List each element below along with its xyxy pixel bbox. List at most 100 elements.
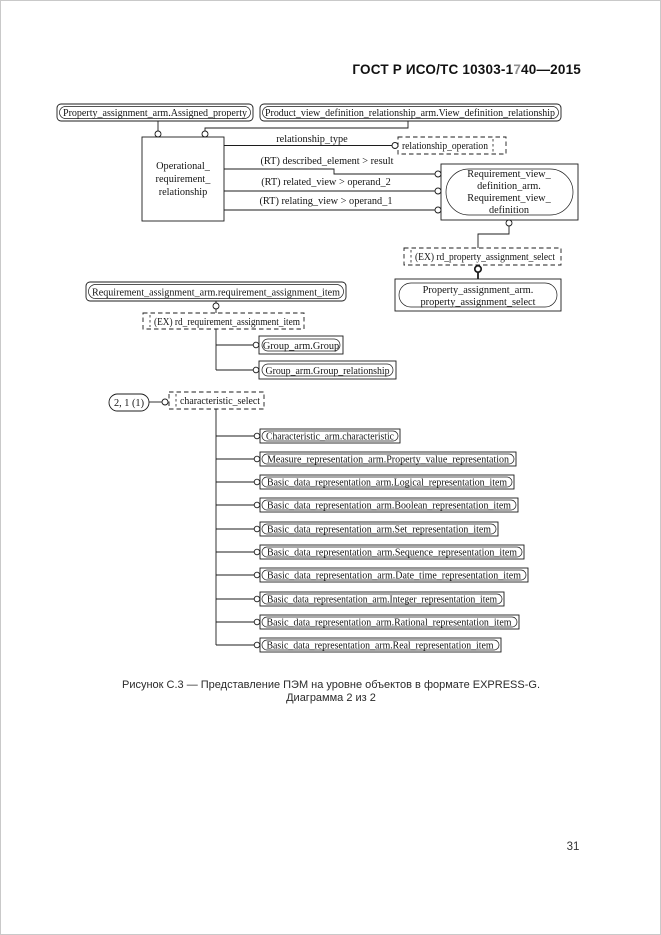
header-part3: 40—2015 [521,62,581,77]
type-outline [142,312,305,330]
node-outline [394,278,562,312]
node-inner-stadium [261,523,497,535]
node-label-line1: Property_assignment_arm. [423,285,534,296]
node-outline [56,103,254,122]
node-label: Basic_data_representation_arm.Sequence_r… [267,548,517,559]
header-light-digit: 7 [513,62,522,77]
node-inner-stadium [261,639,500,651]
node-inner-stadium [262,106,559,119]
open-circle [434,170,442,178]
open-circle [253,618,261,626]
node-inner-stadium [398,282,558,308]
node-real-representation-item: Basic_data_representation_arm.Real_repre… [259,637,502,653]
type-label: relationship_operation [402,141,488,152]
node-page-ref-view-definition-relationship: Product_view_definition_relationship_arm… [259,103,562,122]
node-inner-stadium [261,338,341,352]
running-header: ГОСТ Р ИСО/ТС 10303-1740—2015 [1,62,581,77]
figure-caption-line2: Диаграмма 2 из 2 [286,691,376,704]
node-inner-stadium [261,363,394,377]
node-inner-stadium [261,453,515,465]
node-inner-stadium [261,616,518,628]
open-circle [161,398,169,406]
open-circle [253,501,261,509]
node-rational-representation-item: Basic_data_representation_arm.Rational_r… [259,614,520,630]
type-label: (EX) rd_property_assignment_select [415,252,555,263]
node-property-assignment-select: Property_assignment_arm. property_assign… [394,278,562,312]
type-outline [403,247,562,266]
node-label: Requirement_assignment_arm.requirement_a… [92,288,340,299]
node-group: Group_arm.Group [258,335,344,355]
type-rd-requirement-assignment-item: (EX) rd_requirement_assignment_item [142,312,305,330]
open-circle-bold [473,264,483,274]
page-number: 31 [566,841,580,853]
open-circle [253,455,261,463]
node-label: Characteristic_arm.characteristic [266,432,394,443]
edge-label-relating-view: (RT) relating_view > operand_1 [260,196,393,207]
node-label: Basic_data_representation_arm.Rational_r… [267,618,512,629]
edge-labels: relationship_type (RT) described_element… [260,134,394,207]
type-characteristic-select: characteristic_select [168,391,265,410]
express-g-diagram: relationship_type (RT) described_element… [56,103,579,653]
node-inner-stadium [261,499,517,511]
node-label: Basic_data_representation_arm.Set_repres… [267,525,491,536]
node-label-line3: relationship [159,187,208,198]
open-circle [391,142,399,149]
node-operational-requirement-relationship: Operational_ requirement_ relationship [141,136,225,222]
open-circle [253,548,261,556]
type-relationship-operation: relationship_operation [397,136,507,155]
type-label: (EX) rd_requirement_assignment_item [154,317,300,328]
figure-caption-line1: Рисунок С.3 — Представление ПЭМ на уровн… [122,679,540,691]
connector-line [477,226,510,248]
node-page-ref-requirement-assignment-item: Requirement_assignment_arm.requirement_a… [85,281,347,302]
open-circle [212,302,220,310]
node-label-line4: definition [489,205,529,216]
node-inner-stadium [261,430,399,442]
node-label: Product_view_definition_relationship_arm… [265,108,555,119]
connection-circles [154,130,513,649]
open-circle [253,641,261,649]
node-label: Basic_data_representation_arm.Date_time_… [267,571,521,582]
node-label-line3: Requirement_view_ [467,193,551,204]
header-part1: ГОСТ Р ИСО/ТС 10303-1 [352,62,514,77]
node-date-time-representation-item: Basic_data_representation_arm.Date_time_… [259,567,529,583]
open-circle [201,130,209,138]
node-sequence-representation-item: Basic_data_representation_arm.Sequence_r… [259,544,525,560]
node-label: Property_assignment_arm.Assigned_propert… [63,108,248,119]
open-circle [252,341,260,349]
edge-label-related-view: (RT) related_view > operand_2 [261,177,391,188]
node-label: Measure_representation_arm.Property_valu… [267,455,509,466]
node-set-representation-item: Basic_data_representation_arm.Set_repres… [259,521,499,537]
node-integer-representation-item: Basic_data_representation_arm.Integer_re… [259,591,505,607]
node-label: Group_arm.Group [263,341,339,352]
open-circle [434,187,442,195]
node-inner-stadium [445,168,574,216]
node-inner-stadium [88,284,344,299]
open-circle [505,219,513,227]
figure-caption: Рисунок С.3 — Представление ПЭМ на уровн… [11,679,651,704]
node-logical-representation-item: Basic_data_representation_arm.Logical_re… [259,474,515,490]
node-boolean-representation-item: Basic_data_representation_arm.Boolean_re… [259,497,519,513]
node-characteristic: Characteristic_arm.characteristic [259,428,401,444]
node-outline [141,136,225,222]
node-label: Basic_data_representation_arm.Logical_re… [267,478,507,489]
node-inner-stadium [261,593,503,605]
edge-described-element-line [224,168,435,175]
node-label-line2: requirement_ [156,174,212,185]
type-label: characteristic_select [180,396,260,407]
node-inner-stadium [261,546,523,558]
edge-label-relationship-type: relationship_type [276,134,348,145]
node-interpage-reference: 2, 1 (1) [108,393,150,412]
node-requirement-view-definition: Requirement_view_ definition_arm. Requir… [440,163,579,221]
node-group-relationship: Group_arm.Group_relationship [258,360,397,380]
open-circle [253,595,261,603]
node-outline [108,393,150,412]
node-outline [85,281,347,302]
type-rd-property-assignment-select: (EX) rd_property_assignment_select [403,247,562,266]
open-circle [253,478,261,486]
open-circle [253,432,261,440]
node-outline [259,103,562,122]
type-outline [168,391,265,410]
node-label: Basic_data_representation_arm.Integer_re… [267,595,497,606]
connector-line [204,121,409,131]
node-label-line2: property_assignment_select [421,297,536,308]
